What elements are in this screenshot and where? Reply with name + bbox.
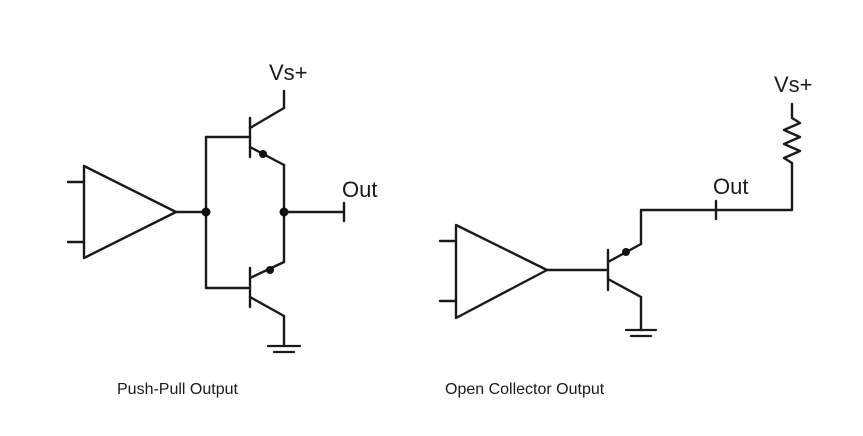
- push-pull-base-junction: [201, 207, 211, 217]
- open-collector-buffer: [438, 223, 608, 320]
- resistor-icon: [782, 102, 802, 169]
- push-pull-output-label: Out: [342, 177, 377, 202]
- push-pull-caption: Push-Pull Output: [117, 381, 239, 398]
- pnp-transistor: [248, 260, 286, 348]
- ground-icon: [266, 344, 302, 354]
- open-collector-circuit: Vs+ Out Open Collector Output: [438, 72, 813, 398]
- open-collector-output-label: Out: [713, 174, 748, 199]
- npn-transistor: [248, 89, 286, 167]
- push-pull-buffer: [66, 164, 208, 260]
- emitter-arrow-icon: [259, 150, 267, 158]
- npn-transistor: [606, 242, 643, 332]
- open-collector-supply-label: Vs+: [774, 72, 813, 97]
- collector-arrow-icon: [622, 248, 630, 256]
- push-pull-circuit: Vs+ Out Push-Pull Output: [66, 60, 377, 398]
- open-collector-caption: Open Collector Output: [445, 381, 605, 398]
- push-pull-supply-label: Vs+: [269, 60, 308, 85]
- ground-icon: [624, 328, 658, 338]
- emitter-arrow-icon: [266, 266, 274, 274]
